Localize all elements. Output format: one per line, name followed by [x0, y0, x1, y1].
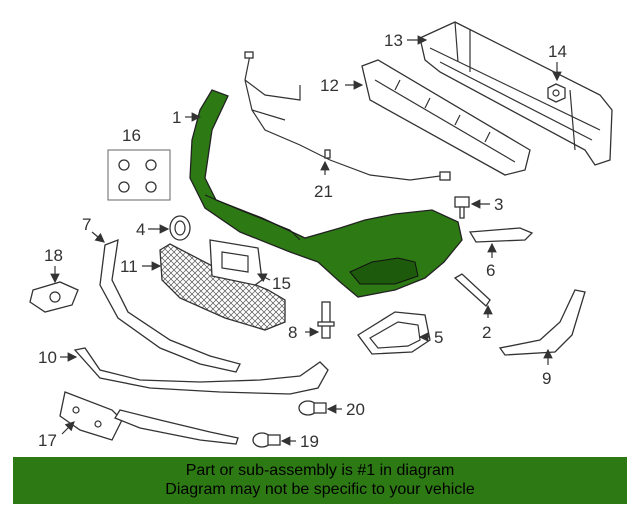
callout-16[interactable]: 16	[122, 126, 141, 145]
wiring-harness-part	[244, 51, 451, 181]
callout-14[interactable]: 14	[548, 42, 567, 61]
callout-9[interactable]: 9	[542, 369, 551, 388]
callout-13[interactable]: 13	[384, 31, 403, 50]
stud-part	[317, 301, 335, 339]
callout-6[interactable]: 6	[486, 261, 495, 280]
part-notice-line2: Diagram may not be specific to your vehi…	[165, 481, 475, 498]
bolt-part	[454, 196, 470, 219]
screw-set-part	[107, 149, 171, 201]
callout-4[interactable]: 4	[136, 220, 145, 239]
callout-2[interactable]: 2	[482, 323, 491, 342]
callout-5[interactable]: 5	[434, 328, 443, 347]
lower-deflector-part	[73, 347, 329, 395]
callout-1[interactable]: 1	[172, 108, 181, 127]
energy-absorber-part	[361, 59, 531, 176]
callout-10[interactable]: 10	[38, 348, 57, 367]
side-trim-part	[498, 289, 586, 356]
parts-diagram: 13 14 12 21 1 16 3	[29, 21, 613, 451]
callout-20[interactable]: 20	[346, 400, 365, 419]
parking-sensor-part	[298, 400, 327, 416]
trim-strip-part	[453, 273, 491, 307]
callout-18[interactable]: 18	[44, 246, 63, 265]
parking-sensor-part	[252, 432, 281, 448]
callout-11[interactable]: 11	[120, 257, 138, 276]
part-notice-banner: Part or sub-assembly is #1 in diagram Di…	[13, 457, 627, 504]
callout-12[interactable]: 12	[320, 76, 339, 95]
callout-19[interactable]: 19	[300, 432, 319, 451]
lower-lip-part	[114, 409, 239, 445]
callout-3[interactable]: 3	[494, 195, 503, 214]
callout-17[interactable]: 17	[38, 431, 57, 450]
bumper-bracket-part	[99, 238, 241, 373]
fog-lamp-bezel-part	[357, 311, 431, 355]
bumper-cover-part	[189, 89, 463, 298]
clip-part	[169, 215, 191, 241]
callout-15[interactable]: 15	[272, 274, 291, 293]
callout-7[interactable]: 7	[82, 215, 91, 234]
license-bracket-part	[209, 239, 263, 286]
moulding-part	[468, 227, 534, 243]
grille-part	[159, 243, 286, 331]
nut-part	[547, 83, 566, 103]
callout-21[interactable]: 21	[314, 182, 333, 201]
callout-8[interactable]: 8	[288, 323, 297, 342]
part-notice-line1: Part or sub-assembly is #1 in diagram	[185, 462, 455, 479]
sensor-part	[29, 281, 79, 313]
skid-plate-part	[59, 391, 123, 441]
bumper-reinforcement-part	[419, 21, 613, 166]
